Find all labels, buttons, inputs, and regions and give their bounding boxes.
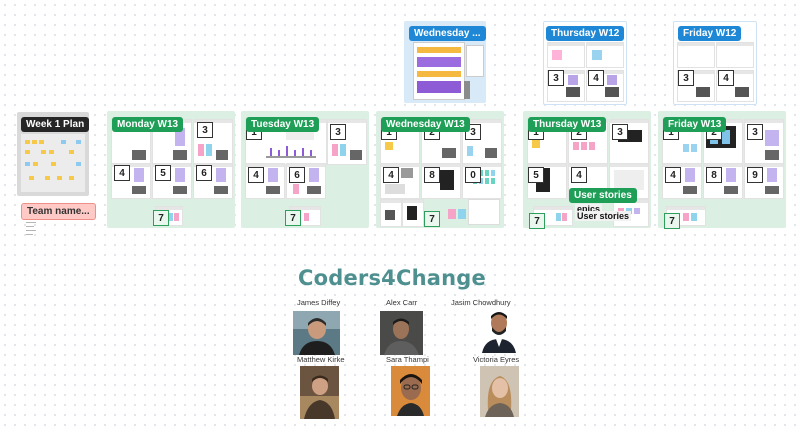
member-name: Jasim Chowdhury (451, 298, 511, 307)
day-tag-wednesday-w12[interactable]: Wednesday ... (409, 26, 486, 41)
team-name-tag[interactable]: Team name... (21, 203, 96, 220)
day-tag-monday-w13[interactable]: Monday W13 (112, 117, 184, 132)
day-number: 3 (548, 70, 564, 86)
day-tag-tuesday-w13[interactable]: Tuesday W13 (246, 117, 320, 132)
day-number: 4 (588, 70, 604, 86)
member-name: Victoria Eyres (473, 355, 520, 364)
day-number: 3 (330, 124, 346, 140)
day-tag-friday-w12[interactable]: Friday W12 (678, 26, 742, 41)
schedule-board (413, 42, 465, 100)
member-photo (479, 307, 519, 353)
day-number: 4 (383, 167, 399, 183)
day-number: 9 (747, 167, 763, 183)
member-name: Matthew Kirke (297, 355, 345, 364)
member-photo (300, 366, 339, 419)
day-tag-thursday-w12[interactable]: Thursday W12 (546, 26, 625, 41)
day-number: 5 (528, 167, 544, 183)
member-photo (391, 366, 430, 416)
day-number: 7 (424, 211, 440, 227)
day-number: 5 (155, 165, 171, 181)
day-number: 4 (665, 167, 681, 183)
member-photo (480, 366, 519, 417)
day-number: 7 (153, 210, 169, 226)
day-tag-friday-w13[interactable]: Friday W13 (663, 117, 727, 132)
day-number: 4 (718, 70, 734, 86)
day-number: 4 (248, 167, 264, 183)
day-number: 3 (747, 124, 763, 140)
user-stories-tag[interactable]: User stories (569, 188, 637, 203)
day-number: 7 (285, 210, 301, 226)
day-number: 7 (664, 213, 680, 229)
day-number: 3 (678, 70, 694, 86)
member-name: Sara Thampi (386, 355, 429, 364)
day-number: 7 (529, 213, 545, 229)
friday-w13-frame[interactable]: 1 2 3 4 8 9 7 (658, 111, 786, 229)
day-number: 3 (197, 122, 213, 138)
week-plan-tag[interactable]: Week 1 Plan (21, 117, 90, 132)
avatar-icon (480, 366, 519, 417)
avatar-icon (293, 311, 340, 355)
day-number: 6 (196, 165, 212, 181)
day-number: 3 (612, 124, 628, 140)
day-number: 8 (424, 167, 440, 183)
avatar-icon (391, 366, 430, 416)
day-number: 4 (571, 167, 587, 183)
member-photo (380, 311, 423, 355)
team-title: Coders4Change (298, 266, 486, 290)
day-number: 6 (289, 167, 305, 183)
avatar-icon (300, 366, 339, 419)
day-tag-thursday-w13[interactable]: Thursday W13 (528, 117, 607, 132)
member-name: Alex Carr (386, 298, 418, 307)
avatar-icon (380, 311, 423, 355)
avatar-icon (479, 307, 519, 353)
day-number: 8 (706, 167, 722, 183)
day-tag-wednesday-w13[interactable]: Wednesday W13 (381, 117, 470, 132)
day-number: 4 (114, 165, 130, 181)
member-photo (293, 311, 340, 355)
day-number: 0 (465, 167, 481, 183)
epics-label: epics (575, 204, 603, 214)
user-stories-label: User stories (575, 211, 632, 221)
member-name: James Diffey (297, 298, 341, 307)
